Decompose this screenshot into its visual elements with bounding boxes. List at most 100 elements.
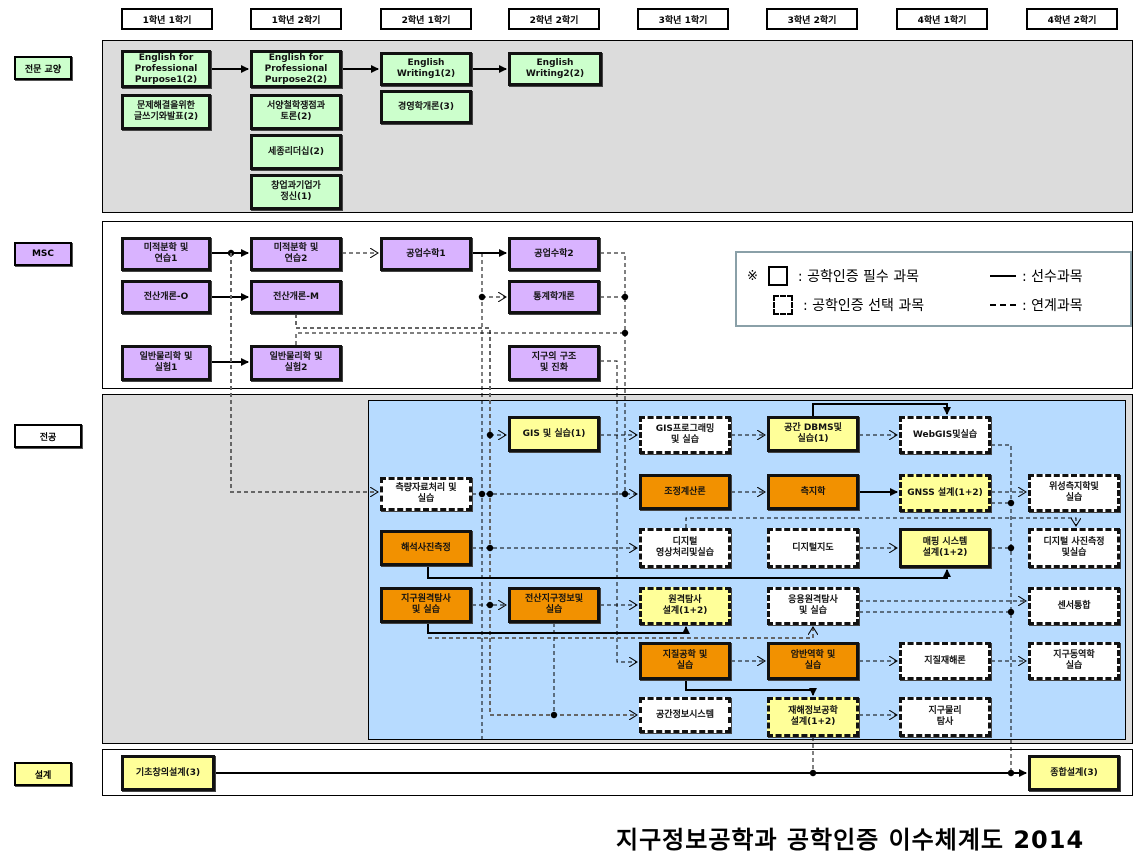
- course-mapping: 매핑 시스템 설계(1+2): [899, 528, 991, 568]
- course-geo-hazard: 지질재해론: [899, 642, 991, 680]
- category-major: 전공: [14, 424, 82, 448]
- course-label: 지구물리 탐사: [928, 706, 962, 727]
- course-capstone: 종합설계(3): [1028, 755, 1120, 791]
- junction-dot: [478, 490, 486, 498]
- legend-linked-row: : 연계과목: [990, 295, 1083, 315]
- course-remote-design: 원격탐사 설계(1+2): [639, 587, 731, 625]
- course-label: 재해정보공학 설계(1+2): [788, 706, 838, 727]
- course-digital-img: 디지털 영상처리및실습: [639, 528, 731, 568]
- course-label: 일반물리학 및 실험2: [269, 352, 323, 373]
- legend-prereq-label: : 선수과목: [1022, 269, 1083, 285]
- course-label: 응용원격탐사 및 실습: [788, 595, 838, 616]
- course-comp-geo: 전산지구정보및 실습: [508, 587, 600, 623]
- dashed-box-icon: [773, 295, 793, 315]
- course-comp-o: 전산개론-O: [121, 280, 211, 314]
- junction-dot: [621, 490, 629, 498]
- course-label: English Writing1(2): [396, 58, 456, 79]
- junction-dot: [550, 711, 558, 719]
- course-label: 전산지구정보및 실습: [525, 594, 583, 615]
- course-adjust: 조정계산론: [639, 474, 731, 510]
- semester-header: 1학년 1학기: [121, 8, 213, 30]
- course-rock-mech: 암반역학 및 실습: [767, 642, 859, 680]
- course-app-remote: 응용원격탐사 및 실습: [767, 587, 859, 625]
- course-writing-pres: 문제해결을위한 글쓰기와발표(2): [121, 94, 211, 130]
- course-phys2: 일반물리학 및 실험2: [250, 345, 342, 381]
- course-geo-eng: 지질공학 및 실습: [639, 642, 731, 680]
- semester-header: 3학년 2학기: [766, 8, 858, 30]
- course-label: 위성측지학및 실습: [1049, 482, 1099, 503]
- course-label: 미적분학 및 연습1: [143, 243, 189, 264]
- legend-required-row: ※ : 공학인증 필수 과목: [747, 266, 919, 286]
- course-label: GIS 및 실습(1): [522, 428, 586, 439]
- junction-dot: [486, 431, 494, 439]
- course-label: 일반물리학 및 실험1: [139, 352, 193, 373]
- course-label: English for Professional Purpose1(2): [134, 52, 198, 85]
- legend: ※ : 공학인증 필수 과목 : 공학인증 선택 과목 : 선수과목 : 연계과…: [735, 251, 1132, 327]
- course-label: 종합설계(3): [1050, 767, 1098, 778]
- course-label: English for Professional Purpose2(2): [264, 52, 328, 85]
- course-geodesy: 측지학: [767, 474, 859, 510]
- legend-required-label: : 공학인증 필수 과목: [797, 269, 920, 285]
- course-label: 지질재해론: [924, 655, 966, 666]
- course-label: 서양철학쟁점과 토론(2): [267, 101, 325, 122]
- course-label: 매핑 시스템 설계(1+2): [922, 537, 968, 558]
- course-sejong: 세종리더십(2): [250, 134, 342, 170]
- course-label: 해석사진측정: [401, 542, 451, 553]
- course-disaster-design: 재해정보공학 설계(1+2): [767, 697, 859, 737]
- course-label: 공업수학2: [534, 248, 574, 259]
- course-startup: 창업과기업가 정신(1): [250, 174, 342, 210]
- course-geophys: 지구물리 탐사: [899, 697, 991, 737]
- course-engmath2: 공업수학2: [508, 237, 600, 271]
- course-label: 지구의 구조 및 진화: [531, 352, 577, 373]
- course-geodynamics: 지구동역학 실습: [1028, 642, 1120, 680]
- reference-mark-icon: ※: [747, 268, 758, 284]
- category-label: 전공: [39, 432, 57, 443]
- prerequisite-connector: [812, 403, 951, 416]
- course-label: 원격탐사 설계(1+2): [662, 595, 708, 616]
- category-design: 설계: [14, 762, 72, 786]
- course-west-phil: 서양철학쟁점과 토론(2): [250, 94, 342, 130]
- junction-dot: [1007, 499, 1015, 507]
- category-general: 전문 교양: [14, 56, 72, 80]
- legend-elective-row: : 공학인증 선택 과목: [773, 295, 924, 315]
- course-label: 전산개론-O: [143, 291, 189, 302]
- linked-connector: [685, 517, 1076, 528]
- course-label: 공간정보시스템: [656, 709, 714, 720]
- semester-header: 2학년 2학기: [508, 8, 600, 30]
- junction-dot: [621, 329, 629, 337]
- junction-dot: [1007, 544, 1015, 552]
- junction-dot: [486, 490, 494, 498]
- course-label: GNSS 설계(1+2): [907, 487, 983, 498]
- major-inner-panel: [368, 400, 1126, 740]
- linked-connector: [991, 444, 1012, 775]
- linked-connector: [230, 253, 378, 492]
- course-label: 문제해결을위한 글쓰기와발표(2): [133, 101, 199, 122]
- linked-connector: [295, 314, 637, 715]
- junction-dot: [486, 544, 494, 552]
- course-label: 측지학: [800, 486, 826, 497]
- course-label: 디지털 사진측정 및실습: [1043, 537, 1105, 558]
- course-label: 미적분학 및 연습2: [273, 243, 319, 264]
- junction-dot: [478, 293, 486, 301]
- course-sensor: 센서통합: [1028, 587, 1120, 625]
- course-label: 통계학개론: [533, 291, 575, 302]
- course-label: GIS프로그래밍 및 실습: [655, 424, 715, 445]
- course-analytic-photo: 해석사진측정: [380, 530, 472, 566]
- course-sat-geodesy: 위성측지학및 실습: [1028, 474, 1120, 512]
- course-label: 암반역학 및 실습: [790, 650, 836, 671]
- course-digital-map: 디지털지도: [767, 528, 859, 568]
- course-label: 조정계산론: [664, 486, 706, 497]
- solid-box-icon: [767, 266, 788, 286]
- linked-connector: [428, 627, 813, 639]
- course-basic-design: 기초창의설계(3): [121, 755, 215, 791]
- course-label: 센서통합: [1057, 600, 1091, 611]
- course-stats: 통계학개론: [508, 280, 600, 314]
- course-engmath1: 공업수학1: [380, 237, 472, 271]
- course-dbms: 공간 DBMS및 실습(1): [767, 416, 859, 452]
- course-digital-photo: 디지털 사진측정 및실습: [1028, 528, 1120, 568]
- course-calc2: 미적분학 및 연습2: [250, 237, 342, 271]
- junction-dot: [1007, 608, 1015, 616]
- course-remote1: 지구원격탐사 및 실습: [380, 587, 472, 623]
- junction-dot: [621, 293, 629, 301]
